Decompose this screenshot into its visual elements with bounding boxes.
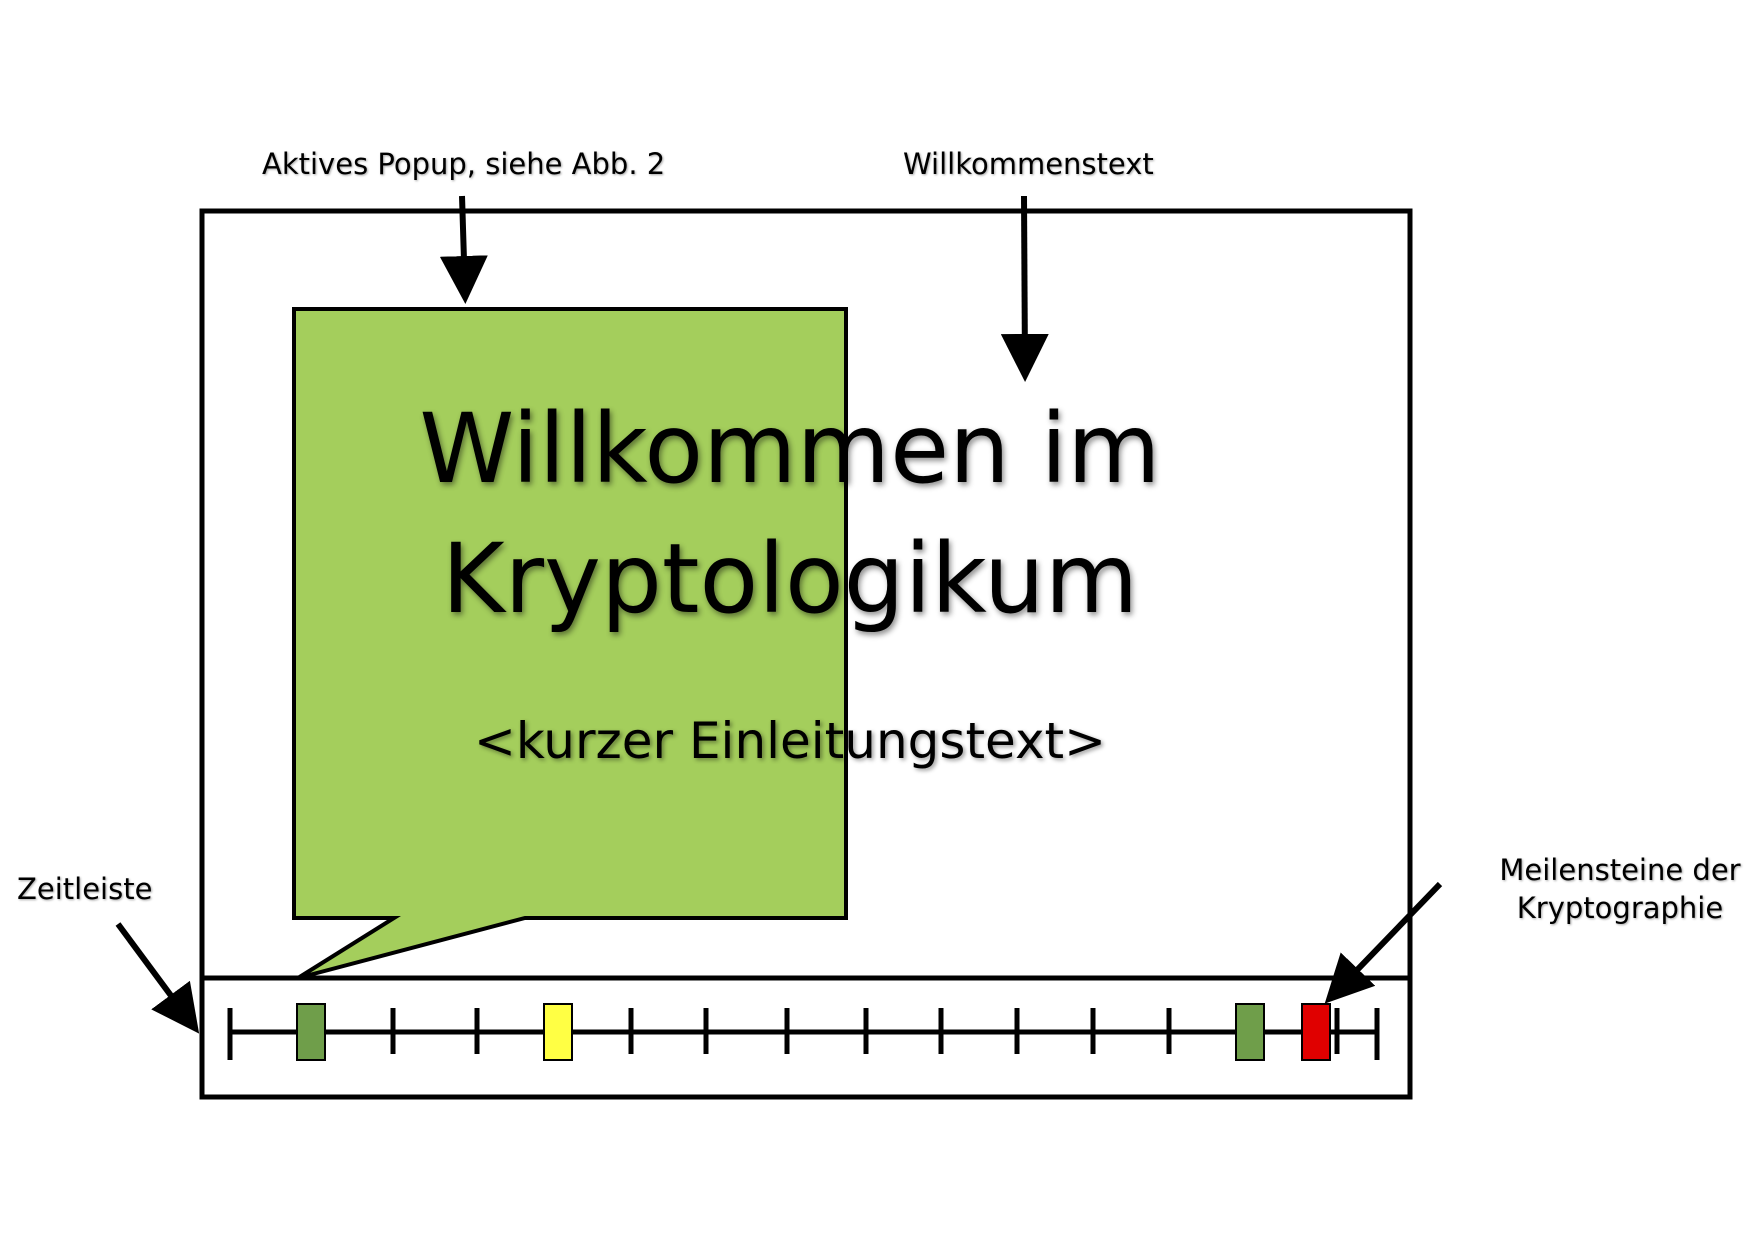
- welcome-intro-text: <kurzer Einleitungstext>: [473, 712, 1107, 770]
- arrow-milestones: [1324, 881, 1443, 1004]
- annotation-timeline: Zeitleiste: [17, 872, 153, 906]
- timeline-milestone-2[interactable]: [543, 1003, 573, 1061]
- annotation-milestones-line2: Kryptographie: [1516, 890, 1724, 925]
- welcome-title-line1: Willkommen im: [419, 393, 1161, 505]
- arrow-timeline: [115, 922, 200, 1034]
- screen-frame: [199, 208, 1413, 1100]
- timeline[interactable]: [227, 1003, 1380, 1061]
- active-popup-bubble[interactable]: [292, 307, 848, 980]
- timeline-milestone-4[interactable]: [1301, 1003, 1331, 1061]
- timeline-milestone-1[interactable]: [296, 1003, 326, 1061]
- annotation-active-popup: Aktives Popup, siehe Abb. 2: [262, 147, 666, 181]
- arrow-welcome-text: [1000, 195, 1049, 382]
- annotation-milestones: Meilensteine der Kryptographie: [1488, 852, 1752, 927]
- annotation-milestones-line1: Meilensteine der: [1499, 853, 1741, 887]
- welcome-title: Willkommen im Kryptologikum: [340, 384, 1240, 644]
- timeline-milestone-3[interactable]: [1235, 1003, 1265, 1061]
- arrow-active-popup: [439, 195, 488, 304]
- welcome-title-line2: Kryptologikum: [441, 523, 1139, 635]
- annotation-welcome-text: Willkommenstext: [903, 147, 1154, 181]
